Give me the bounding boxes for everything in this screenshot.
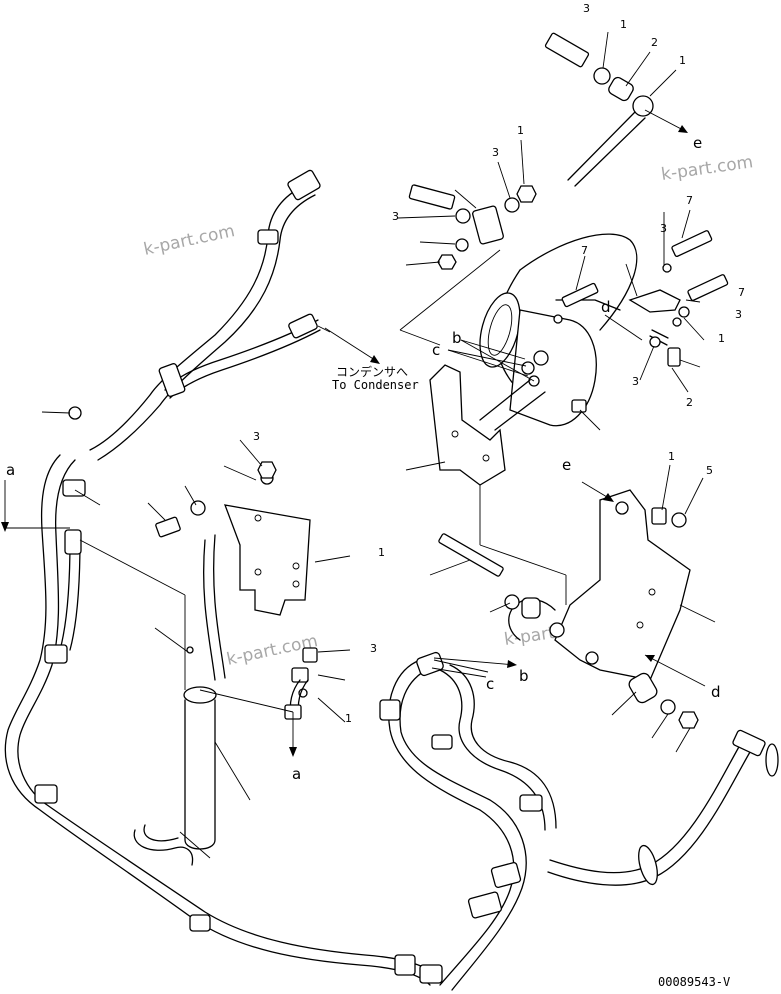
callout-7-right: 7 (686, 194, 693, 207)
watermark-upper-right: k-part.com (660, 152, 754, 185)
ref-a-bottom: a (292, 765, 301, 783)
ref-a-top: a (6, 461, 15, 479)
callout-7-center: 7 (581, 244, 588, 257)
callout-1-top: 1 (620, 18, 627, 31)
callout-1-clamp: 1 (345, 712, 352, 725)
ref-d-bracket: d (711, 683, 721, 701)
callout-3-mid: 3 (492, 146, 499, 159)
ref-e-bracket: e (562, 456, 571, 474)
drier-bracket (223, 504, 311, 616)
figure-id: 00089543-V (658, 975, 730, 989)
leader-lines-left (1, 325, 380, 859)
callout-3-left: 3 (253, 430, 260, 443)
callout-5-bracket: 5 (706, 464, 713, 477)
callout-3-top: 3 (583, 2, 590, 15)
callout-1-mid: 1 (517, 124, 524, 137)
condenser-note-english: To Condenser (332, 378, 419, 392)
part-number-callouts: 3 1 2 1 3 1 3 7 3 7 7 3 1 3 2 1 3 5 1 1 … (253, 2, 745, 725)
callout-1-plate: 1 (378, 546, 385, 559)
leader-lines-right (397, 31, 716, 753)
callout-7-far: 7 (738, 286, 745, 299)
ref-c-hose: c (486, 675, 494, 693)
ref-b-hose: b (519, 667, 529, 685)
ref-b-compressor: b (452, 329, 462, 347)
left-hose-loop (4, 169, 441, 986)
condenser-note-japanese: コンデンサへ (336, 364, 408, 379)
callout-3-far: 3 (735, 308, 742, 321)
callout-3-plate: 3 (370, 642, 377, 655)
compressor (479, 233, 638, 427)
callout-1-far: 1 (718, 332, 725, 345)
callout-3-right: 3 (660, 222, 667, 235)
callout-1-bracket: 1 (668, 450, 675, 463)
hardware-right (408, 32, 729, 729)
callout-2-top: 2 (651, 36, 658, 49)
callout-3-low: 3 (632, 375, 639, 388)
compressor-bracket (429, 364, 546, 486)
callout-1-rod: 1 (679, 54, 686, 67)
right-hoses (379, 651, 779, 991)
receiver-drier (133, 534, 226, 866)
ref-c-compressor: c (432, 341, 440, 359)
condenser-note: コンデンサへ To Condenser (332, 364, 419, 392)
watermark-upper-left: k-part.com (142, 221, 237, 260)
callout-3-block: 3 (392, 210, 399, 223)
reference-letters: a a b c d e e c b d (6, 134, 721, 783)
hardware-left (155, 461, 318, 720)
ref-e-top: e (693, 134, 702, 152)
callout-2-low: 2 (686, 396, 693, 409)
ref-d-top: d (601, 298, 611, 316)
